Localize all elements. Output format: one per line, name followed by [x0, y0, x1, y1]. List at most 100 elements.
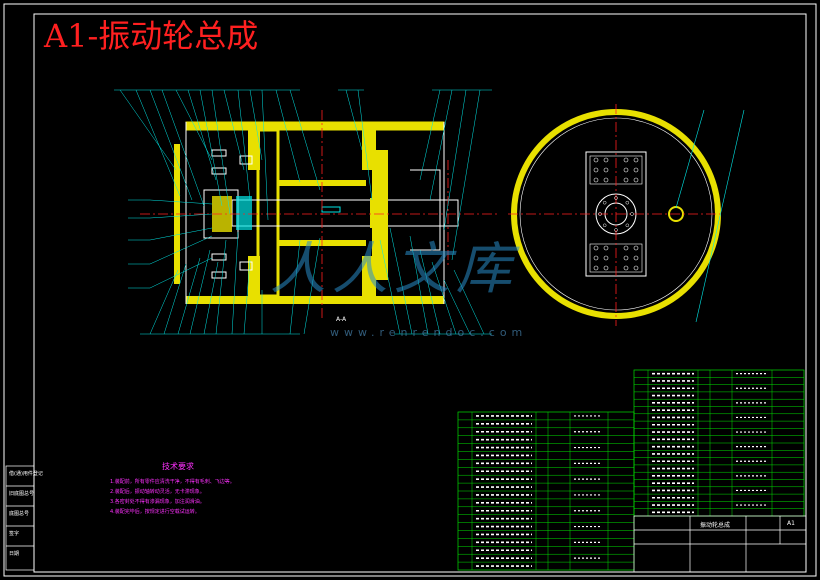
top-leader-line — [443, 89, 467, 231]
outer-frame — [3, 3, 817, 577]
leader-lines-bottom — [140, 227, 492, 335]
drum-shell-bottom — [186, 296, 444, 304]
section-view — [140, 110, 500, 318]
leader-lines-left — [128, 199, 213, 289]
top-leader-line — [237, 89, 251, 201]
bottom-leader-line — [215, 239, 227, 335]
side-bolt — [623, 245, 629, 251]
bottom-leader-line — [453, 269, 485, 335]
left-web — [256, 128, 280, 298]
bottom-leader-line — [379, 239, 401, 335]
side-bolt — [633, 177, 639, 183]
top-leader-line — [429, 89, 453, 201]
tech-requirement-4: 4.装配完毕后，按规定进行空载试运转。 — [110, 509, 200, 515]
side-block-label-1: 借(通)用件登记 — [9, 471, 43, 477]
eccentric-shaft — [231, 199, 459, 227]
parts-list-right — [633, 369, 805, 517]
hub-bolt — [625, 200, 630, 205]
top-leader-line — [419, 89, 441, 181]
left-leader-line — [149, 199, 213, 205]
top-leader-line — [119, 89, 177, 171]
side-bolt — [593, 245, 599, 251]
bottom-leader-line — [177, 257, 201, 335]
top-leader-line — [345, 89, 363, 151]
side-block-label-3: 底图总号 — [9, 511, 30, 517]
side-bolt — [633, 157, 639, 163]
top-leader-line — [199, 89, 223, 207]
watermark-url: www.renrendoc.com — [330, 326, 528, 339]
bottom-leader-line — [419, 249, 441, 335]
right-bearing — [370, 198, 388, 228]
left-leader-line — [149, 227, 213, 241]
title-block — [633, 515, 807, 573]
side-view-bolts — [593, 157, 639, 271]
top-leader-line — [135, 89, 181, 197]
bottom-leader-line — [231, 231, 239, 335]
drum-shell-top — [185, 121, 445, 131]
section-label: A-A — [336, 316, 347, 323]
bottom-leader-line — [189, 249, 211, 335]
side-bolt — [603, 265, 609, 271]
hub-bolt — [602, 223, 607, 228]
left-leader-line — [149, 235, 213, 265]
side-bolt — [623, 177, 629, 183]
hub-bolt — [598, 212, 602, 216]
hub-bolt — [614, 228, 618, 232]
side-leader-2 — [695, 109, 745, 323]
bottom-leader-line — [443, 279, 471, 335]
leader-lines-top — [114, 89, 492, 261]
side-block-label-2: 旧底图总号 — [9, 491, 35, 497]
tech-requirements-heading: 技术要求 — [162, 462, 194, 471]
drawing-title: A1-振动轮总成 — [44, 17, 259, 55]
hub-bolt — [614, 196, 618, 200]
left-leader-line — [149, 213, 213, 219]
side-bolt — [633, 167, 639, 173]
side-bolt — [593, 167, 599, 173]
side-bolt — [593, 157, 599, 163]
side-block-label-4: 签字 — [9, 531, 20, 537]
hub-bolt — [630, 212, 634, 216]
title-block-label: 振动轮总成 — [700, 522, 731, 529]
side-bolt — [593, 177, 599, 183]
tech-requirement-1: 1.装配前，所有零件应清洗干净，不得有毛刺、飞边等。 — [110, 479, 235, 485]
side-view — [508, 104, 745, 326]
side-bolt — [593, 265, 599, 271]
side-bolt — [603, 177, 609, 183]
left-hub — [236, 196, 252, 230]
side-registration-block — [5, 465, 35, 571]
top-leader-line — [149, 89, 193, 201]
side-bolt — [623, 167, 629, 173]
left-leader-line — [149, 257, 213, 289]
top-leader-line — [289, 89, 321, 191]
side-bolt — [603, 167, 609, 173]
title-block-sheet: A1 — [787, 520, 795, 527]
side-bolt — [623, 255, 629, 261]
inner-frame — [33, 13, 807, 573]
top-leader-line — [249, 89, 263, 161]
hub-bolt — [625, 223, 630, 228]
parts-list-left — [457, 411, 635, 571]
right-bracket — [410, 169, 441, 251]
shaft-key — [321, 206, 341, 213]
bottom-leader-line — [303, 237, 321, 335]
hub-bolt — [602, 200, 607, 205]
side-bolt — [623, 265, 629, 271]
top-leader-line — [261, 89, 269, 221]
left-bolt-array — [211, 149, 253, 279]
side-bolt — [603, 255, 609, 261]
top-leader-line — [211, 89, 231, 215]
bottom-leader-line — [431, 261, 457, 335]
side-bolt — [633, 245, 639, 251]
bottom-leader-line — [289, 239, 301, 335]
top-leader-line — [451, 89, 481, 261]
side-block-label-5: 日期 — [9, 551, 20, 557]
bottom-leader-line — [389, 227, 413, 335]
side-bolt — [633, 265, 639, 271]
side-bolt — [633, 255, 639, 261]
side-bolt — [623, 157, 629, 163]
watermark-text: 人人文库 — [270, 237, 518, 302]
top-leader-line — [357, 89, 373, 201]
side-bolt — [603, 245, 609, 251]
